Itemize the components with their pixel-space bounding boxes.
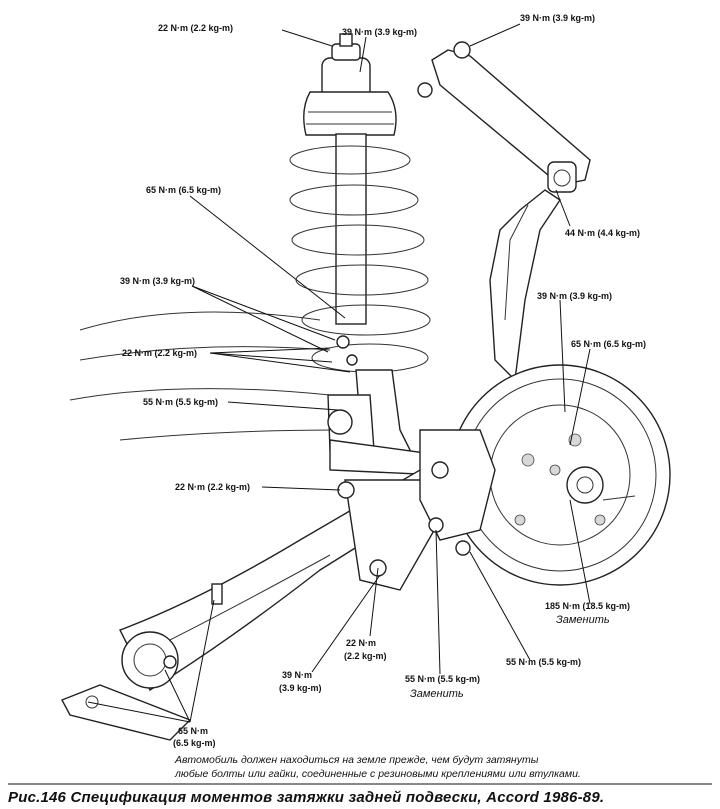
label-39-low-1: 39 N·m — [282, 670, 312, 680]
label-55-low-mid: 55 N·m (5.5 kg-m) — [405, 674, 480, 684]
label-22-low-2: (2.2 kg-m) — [344, 651, 387, 661]
label-39-right: 39 N·m (3.9 kg-m) — [537, 291, 612, 301]
label-22-low-1: 22 N·m — [346, 638, 376, 648]
label-44: 44 N·m (4.4 kg-m) — [565, 228, 640, 238]
label-22-top: 22 N·m (2.2 kg-m) — [158, 23, 233, 33]
label-22-mid: 22 N·m (2.2 kg-m) — [175, 482, 250, 492]
label-22-left: 22 N·m (2.2 kg-m) — [122, 348, 197, 358]
label-65-strut: 65 N·m (6.5 kg-m) — [146, 185, 221, 195]
label-39-top-b: 39 N·m (3.9 kg-m) — [520, 13, 595, 23]
assembly-note: Автомобиль должен находиться на земле пр… — [174, 754, 581, 780]
label-185: 185 N·m (18.5 kg-m) — [545, 601, 630, 611]
note-line-2: любые болты или гайки, соединенные с рез… — [174, 768, 581, 780]
label-185-replace: Заменить — [556, 614, 610, 626]
label-39-top-a: 39 N·m (3.9 kg-m) — [342, 27, 417, 37]
label-65-right: 65 N·m (6.5 kg-m) — [571, 339, 646, 349]
figure-caption: Рис.146 Спецификация моментов затяжки за… — [8, 789, 604, 806]
torque-labels: 22 N·m (2.2 kg-m) 39 N·m (3.9 kg-m) 39 N… — [120, 13, 646, 748]
label-65-low-2: (6.5 kg-m) — [173, 738, 216, 748]
label-65-low-1: 65 N·m — [178, 726, 208, 736]
label-39-left: 39 N·m (3.9 kg-m) — [120, 276, 195, 286]
label-39-low-2: (3.9 kg-m) — [279, 683, 322, 693]
label-55-left: 55 N·m (5.5 kg-m) — [143, 397, 218, 407]
label-55-low-right: 55 N·m (5.5 kg-m) — [506, 657, 581, 667]
label-55-low-mid-replace: Заменить — [410, 688, 464, 700]
note-line-1: Автомобиль должен находиться на земле пр… — [174, 754, 539, 766]
leader-lines — [87, 23, 591, 723]
suspension-drawing — [61, 33, 671, 741]
